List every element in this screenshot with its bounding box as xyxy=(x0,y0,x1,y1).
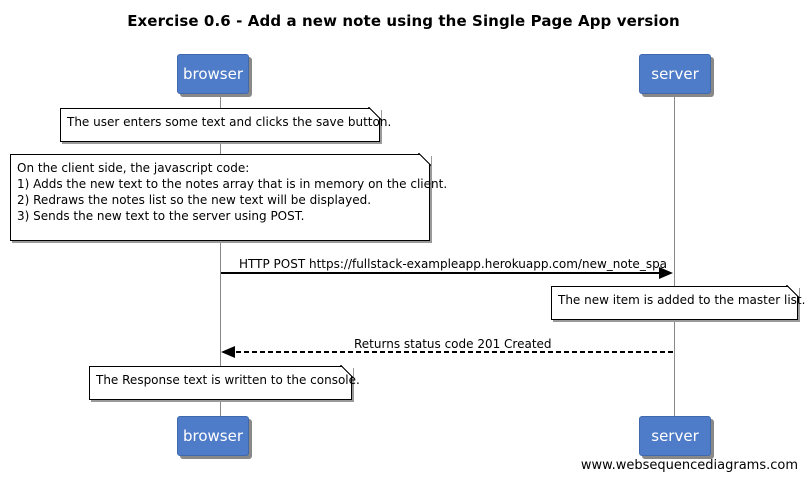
note-fold xyxy=(418,153,431,166)
note-fold xyxy=(786,285,799,298)
note-console-text: The Response text is written to the cons… xyxy=(96,373,360,387)
note-client-side-line-1: On the client side, the javascript code: xyxy=(17,161,250,175)
note-console: The Response text is written to the cons… xyxy=(89,365,360,400)
note-client-side-line-3: 2) Redraws the notes list so the new tex… xyxy=(17,193,372,207)
browser-actor-bottom: browser xyxy=(177,416,249,456)
note-fold xyxy=(340,365,353,378)
note-client-side: On the client side, the javascript code:… xyxy=(10,153,448,241)
credit-link[interactable]: www.websequencediagrams.com xyxy=(580,458,798,473)
post-message-label: HTTP POST https://fullstack-exampleapp.h… xyxy=(239,257,668,271)
browser-actor-top: browser xyxy=(177,54,249,94)
note-user-action: The user enters some text and clicks the… xyxy=(60,107,391,142)
note-server-side: The new item is added to the master list… xyxy=(551,285,805,320)
note-fold xyxy=(368,107,381,120)
browser-lifeline xyxy=(220,92,221,416)
note-user-action-text: The user enters some text and clicks the… xyxy=(67,115,392,129)
server-lifeline xyxy=(674,92,675,416)
note-client-side-line-2: 1) Adds the new text to the notes array … xyxy=(17,177,448,191)
response-arrowhead xyxy=(221,346,235,358)
note-client-side-line-4: 3) Sends the new text to the server usin… xyxy=(17,209,305,223)
server-actor-top: server xyxy=(639,54,711,94)
response-message-label: Returns status code 201 Created xyxy=(354,337,552,351)
diagram-title: Exercise 0.6 - Add a new note using the … xyxy=(127,12,680,30)
server-actor-bottom: server xyxy=(639,416,711,456)
note-server-side-text: The new item is added to the master list… xyxy=(558,293,806,307)
